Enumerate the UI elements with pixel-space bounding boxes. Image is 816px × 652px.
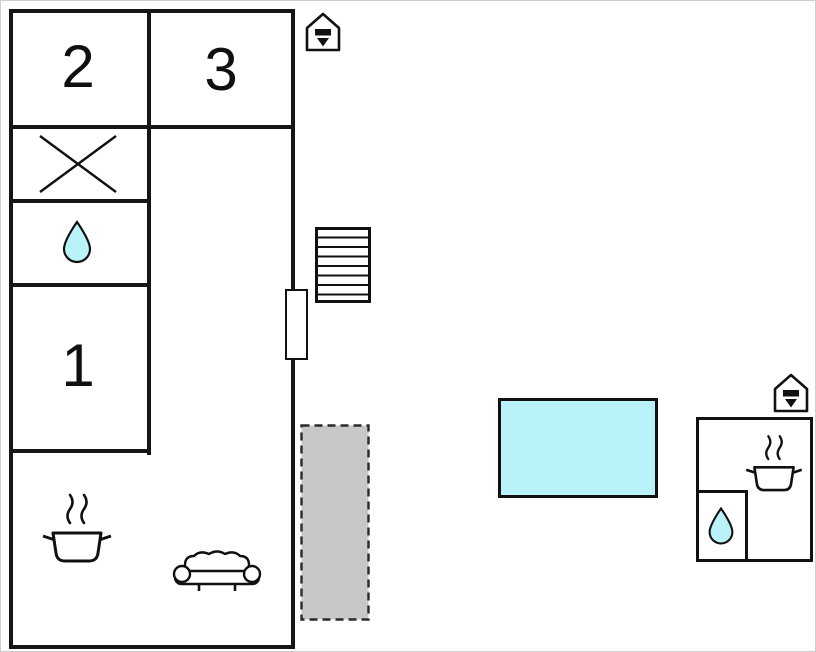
interior-wall-h-rooms-bottom — [9, 125, 295, 129]
water-drop-icon — [707, 506, 735, 546]
interior-wall-h-room1-bottom — [9, 449, 151, 453]
steaming-pot-icon — [743, 425, 805, 503]
interior-wall-v-main — [147, 9, 151, 455]
terrace-dashed — [300, 424, 370, 621]
interior-wall-h-cross-room — [9, 199, 151, 203]
house-entrance-icon — [304, 11, 342, 53]
annex-bathroom-wall — [699, 490, 748, 559]
sofa-icon — [171, 542, 263, 594]
house-entrance-icon — [772, 372, 810, 414]
interior-wall-h-bath-room — [9, 283, 151, 287]
steaming-pot-icon — [39, 489, 115, 569]
room-1-label: 1 — [61, 332, 95, 399]
swimming-pool — [498, 398, 658, 498]
crossed-box-icon — [37, 133, 119, 195]
stairs-icon — [315, 227, 371, 303]
room-2-label: 2 — [61, 33, 95, 100]
water-drop-icon — [61, 220, 93, 264]
room-3-label: 3 — [204, 36, 238, 103]
door-opening — [285, 289, 308, 360]
